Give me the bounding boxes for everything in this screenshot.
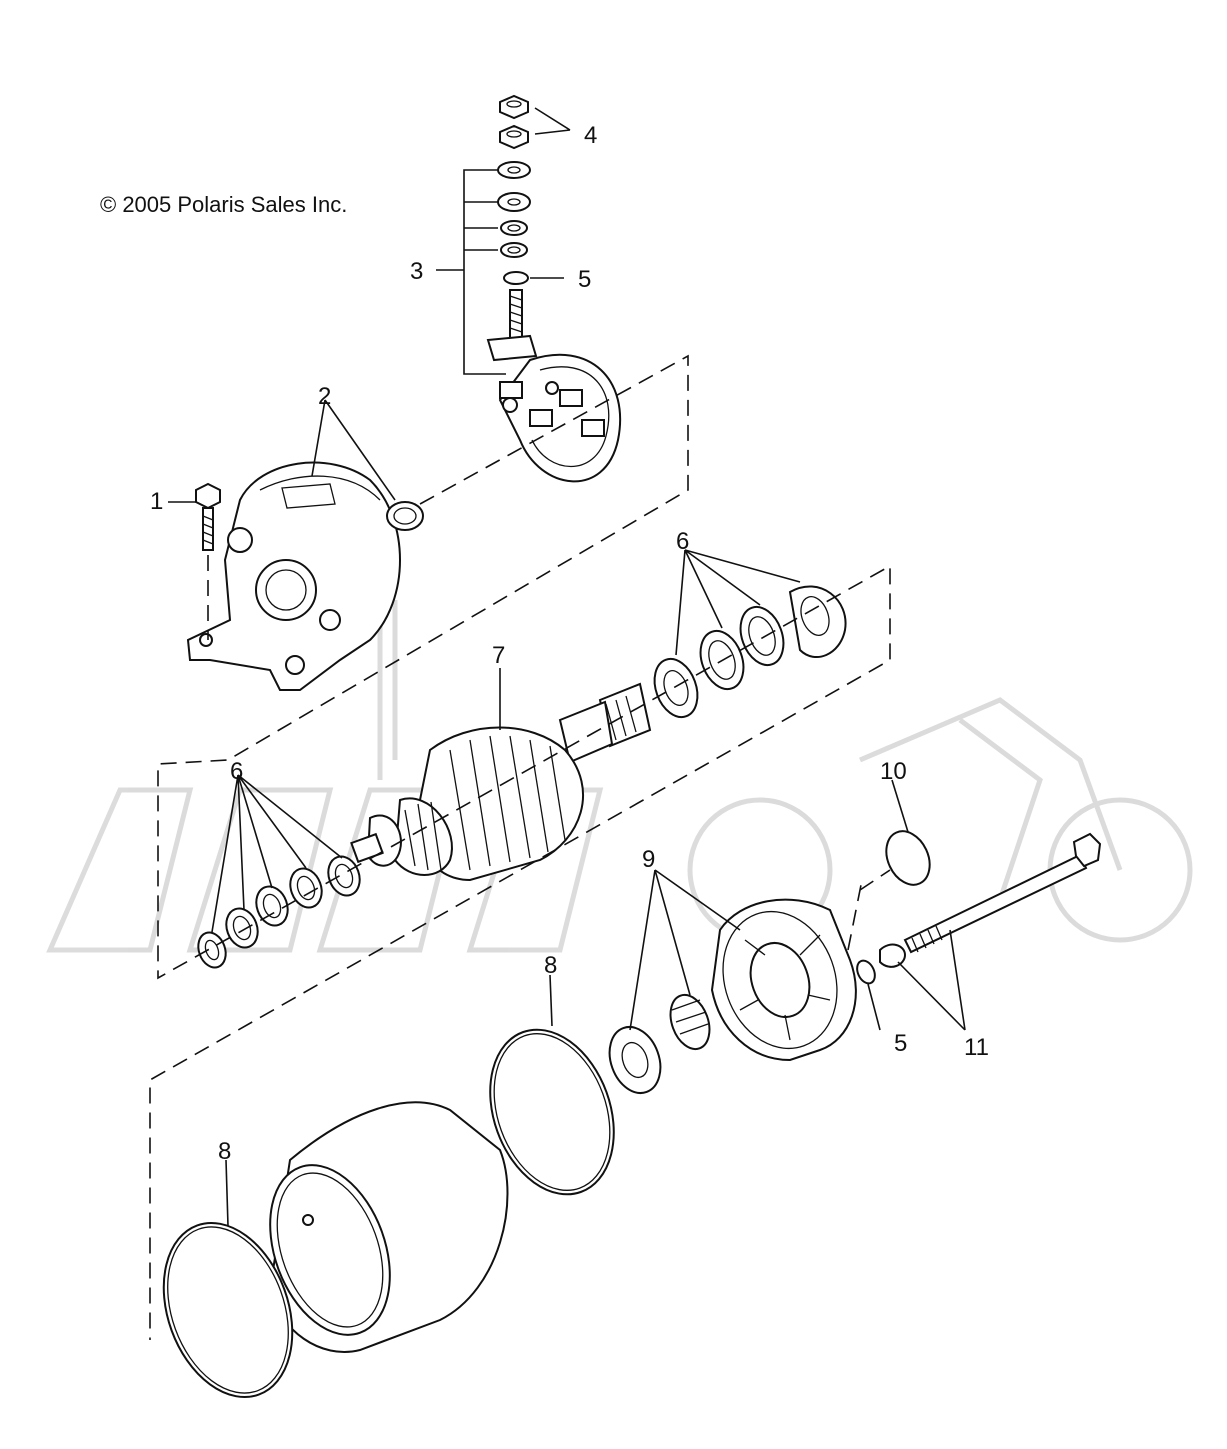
callout-6-upper: 6 (676, 528, 690, 555)
callout-1: 1 (150, 488, 164, 515)
callout-3: 3 (410, 258, 424, 285)
copyright-notice: © 2005 Polaris Sales Inc. (100, 192, 348, 217)
part-2-front-cover (186, 461, 424, 691)
part-4-nuts (499, 94, 529, 150)
part-5-oring-lower (856, 959, 876, 985)
callout-11: 11 (964, 1034, 989, 1061)
leader-lines (168, 107, 966, 1227)
brush-plate-assembly (486, 289, 622, 483)
callout-2: 2 (318, 383, 332, 410)
callout-7: 7 (492, 642, 506, 669)
callout-10: 10 (880, 758, 907, 785)
yoke-housing (268, 1101, 509, 1353)
callout-5-lower: 5 (894, 1030, 908, 1057)
callout-5-upper: 5 (578, 266, 592, 293)
part-3-washers (497, 161, 531, 258)
callout-8-lower: 8 (218, 1138, 232, 1165)
part-5-oring-upper (503, 271, 529, 285)
callout-8-upper: 8 (544, 952, 558, 979)
part-7-armature (350, 682, 652, 882)
assembly-dashed-lines (149, 354, 891, 1340)
callout-6-lower: 6 (230, 758, 244, 785)
callout-4: 4 (584, 122, 598, 149)
callout-9: 9 (642, 846, 656, 873)
part-9-rear-cover (608, 898, 857, 1094)
part-1-bolt (195, 482, 221, 551)
part-8-seal-lower (162, 1221, 294, 1399)
part-6-washers-lower (197, 855, 361, 969)
part-10-oring (885, 830, 931, 886)
part-11-through-bolt (879, 832, 1102, 968)
part-8-seal-upper (489, 1028, 615, 1196)
